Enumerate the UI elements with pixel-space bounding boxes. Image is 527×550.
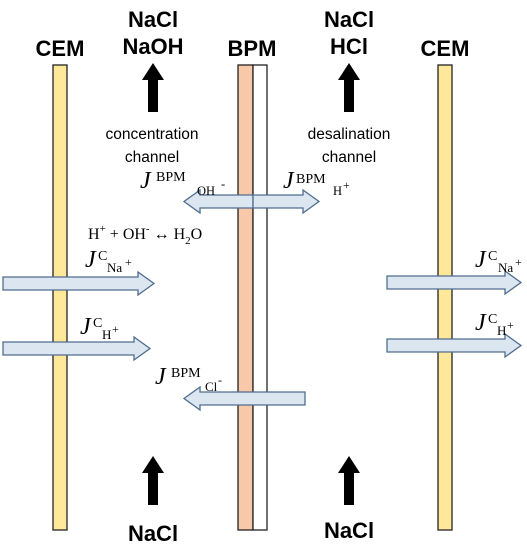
desalination-channel-line2: channel [322, 149, 376, 166]
flux-j-symbol: J [140, 168, 152, 194]
flux-j-symbol: J [155, 364, 167, 390]
flux-j-symbol: J [80, 314, 92, 340]
desalination-channel-line1: desalination [308, 126, 391, 143]
flux-sup-bpm-h: BPM [296, 172, 326, 187]
reaction-plus: + [110, 226, 119, 243]
flux-sub-c-h-right: H [497, 323, 506, 338]
reaction-oh: OH [123, 226, 147, 243]
flux-label-bpm-cl: J BPM Cl - [155, 364, 222, 394]
outlet-concentration-line2: NaOH [122, 34, 183, 59]
flux-arrow-c-h-left [2, 335, 152, 362]
flux-arrow-c-na-right [386, 269, 523, 296]
flux-charge-c-na-right: + [515, 255, 522, 269]
outlet-arrow-desalination [338, 63, 360, 112]
flux-label-c-na-right: J C Na + [475, 247, 522, 275]
flux-label-c-h-left: J C H + [80, 314, 119, 342]
cem-right-label: CEM [421, 36, 470, 61]
concentration-channel-line1: concentration [105, 126, 198, 143]
reaction-equation: H++OH-↔H2O [88, 223, 202, 247]
flux-arrow-bpm-h [252, 188, 321, 215]
inlet-arrow-concentration [142, 456, 164, 505]
flux-label-bpm-h: J BPM H + [283, 168, 350, 198]
bpm-anion-layer [252, 64, 268, 531]
flux-sup-c-h-left: C [93, 316, 102, 331]
outlet-desalination-line1: NaCl [324, 7, 374, 32]
outlet-concentration-line1: NaCl [128, 7, 178, 32]
flux-sup-bpm-oh: BPM [156, 170, 186, 185]
inlet-desalination-label: NaCl [324, 518, 374, 543]
flux-charge-bpm-cl: - [218, 373, 222, 387]
flux-charge-c-h-left: + [112, 322, 119, 336]
outlet-desalination-line2: HCl [330, 34, 368, 59]
reaction-h: H [88, 226, 100, 243]
flux-sub-c-h-left: H [102, 327, 111, 342]
reaction-text: H++OH-↔H2O [88, 223, 202, 247]
reaction-h2o-2: 2 [185, 235, 191, 247]
flux-sup-c-na-left: C [98, 249, 107, 264]
flux-label-bpm-oh: J BPM OH - [140, 168, 225, 198]
flux-label-c-na-left: J C Na + [85, 247, 132, 275]
outlet-arrow-concentration [142, 63, 164, 112]
flux-j-symbol: J [85, 247, 97, 273]
flux-charge-c-h-right: + [507, 318, 514, 332]
flux-sub-c-na-left: Na [107, 260, 122, 275]
cem-left-label: CEM [36, 36, 85, 61]
cem-right-membrane [437, 64, 453, 531]
reaction-oh-charge: - [146, 223, 150, 235]
reaction-h2o-h: H [174, 226, 186, 243]
flux-sub-c-na-right: Na [498, 260, 513, 275]
flux-j-symbol: J [475, 247, 487, 273]
flux-j-symbol: J [283, 168, 295, 194]
flux-j-symbol: J [475, 310, 487, 336]
flux-arrow-c-na-left [2, 270, 156, 297]
cem-left-membrane [52, 64, 68, 531]
bpm-label: BPM [228, 36, 277, 61]
flux-charge-bpm-oh: - [221, 177, 225, 191]
flux-label-c-h-right: J C H + [475, 310, 514, 338]
reaction-h-charge: + [100, 223, 106, 235]
flux-charge-c-na-left: + [125, 255, 132, 269]
flux-sub-bpm-oh: OH [197, 184, 215, 198]
flux-sub-bpm-h: H [333, 184, 342, 198]
inlet-arrow-desalination [338, 456, 360, 505]
reaction-arrow: ↔ [154, 226, 170, 243]
flux-sup-bpm-cl: BPM [171, 366, 201, 381]
flux-arrow-bpm-cl [182, 385, 306, 412]
flux-arrow-bpm-oh [182, 188, 254, 215]
flux-arrow-c-h-right [386, 332, 523, 359]
flux-charge-bpm-h: + [343, 178, 350, 192]
flux-sub-bpm-cl: Cl [205, 379, 218, 394]
bpm-cation-layer [237, 64, 254, 531]
flux-sup-c-h-right: C [488, 312, 497, 327]
inlet-concentration-label: NaCl [128, 521, 178, 546]
concentration-channel-line2: channel [125, 149, 179, 166]
flux-sup-c-na-right: C [488, 249, 497, 264]
reaction-h2o-o: O [191, 226, 203, 243]
